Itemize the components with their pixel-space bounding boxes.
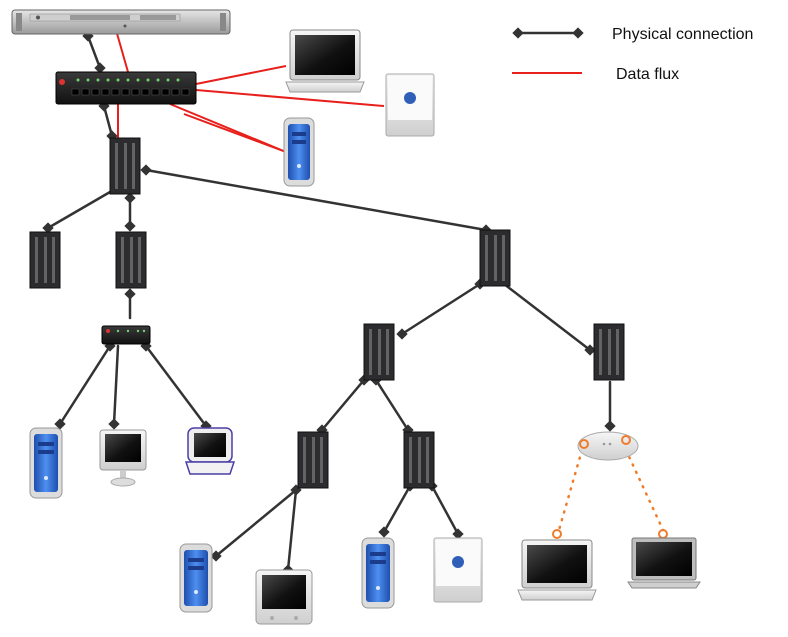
- legend: Physical connection Data flux: [512, 26, 753, 83]
- wireless-node-icon: [552, 529, 668, 539]
- server-tower-icon: [403, 431, 435, 489]
- data-link: [195, 65, 287, 85]
- data-link: [183, 113, 287, 153]
- emac-icon: [255, 569, 313, 625]
- data-flux-links: [115, 29, 385, 153]
- wireless-links: [557, 448, 665, 532]
- physical-links: [46, 34, 612, 572]
- network-switch-icon: [55, 71, 197, 105]
- desktop-tower-icon: [29, 427, 63, 499]
- server-tower-icon: [29, 231, 61, 289]
- data-link: [115, 29, 129, 73]
- network-hub-icon: [101, 325, 151, 345]
- server-tower-icon: [479, 229, 511, 287]
- laptop-icon: [627, 537, 701, 589]
- server-tower-icon: [109, 137, 141, 195]
- laptop-icon: [285, 29, 365, 93]
- rack-server-icon: [11, 9, 231, 35]
- data-link: [195, 89, 385, 107]
- legend-physical-label: Physical connection: [612, 26, 753, 43]
- imac-icon: [99, 429, 147, 487]
- laptop-icon: [517, 539, 597, 601]
- legend-data-label: Data flux: [616, 66, 679, 83]
- desktop-tower-icon: [283, 117, 315, 187]
- server-cube-icon: [385, 73, 435, 137]
- server-cube-icon: [433, 537, 483, 603]
- server-tower-icon: [363, 323, 395, 381]
- legend-physical-swatch: [512, 27, 584, 39]
- server-tower-icon: [297, 431, 329, 489]
- desktop-tower-icon: [361, 537, 395, 609]
- desktop-tower-icon: [179, 543, 213, 613]
- wireless-base-station-icon: [577, 431, 639, 461]
- server-tower-icon: [115, 231, 147, 289]
- ibook-icon: [184, 427, 236, 475]
- server-tower-icon: [593, 323, 625, 381]
